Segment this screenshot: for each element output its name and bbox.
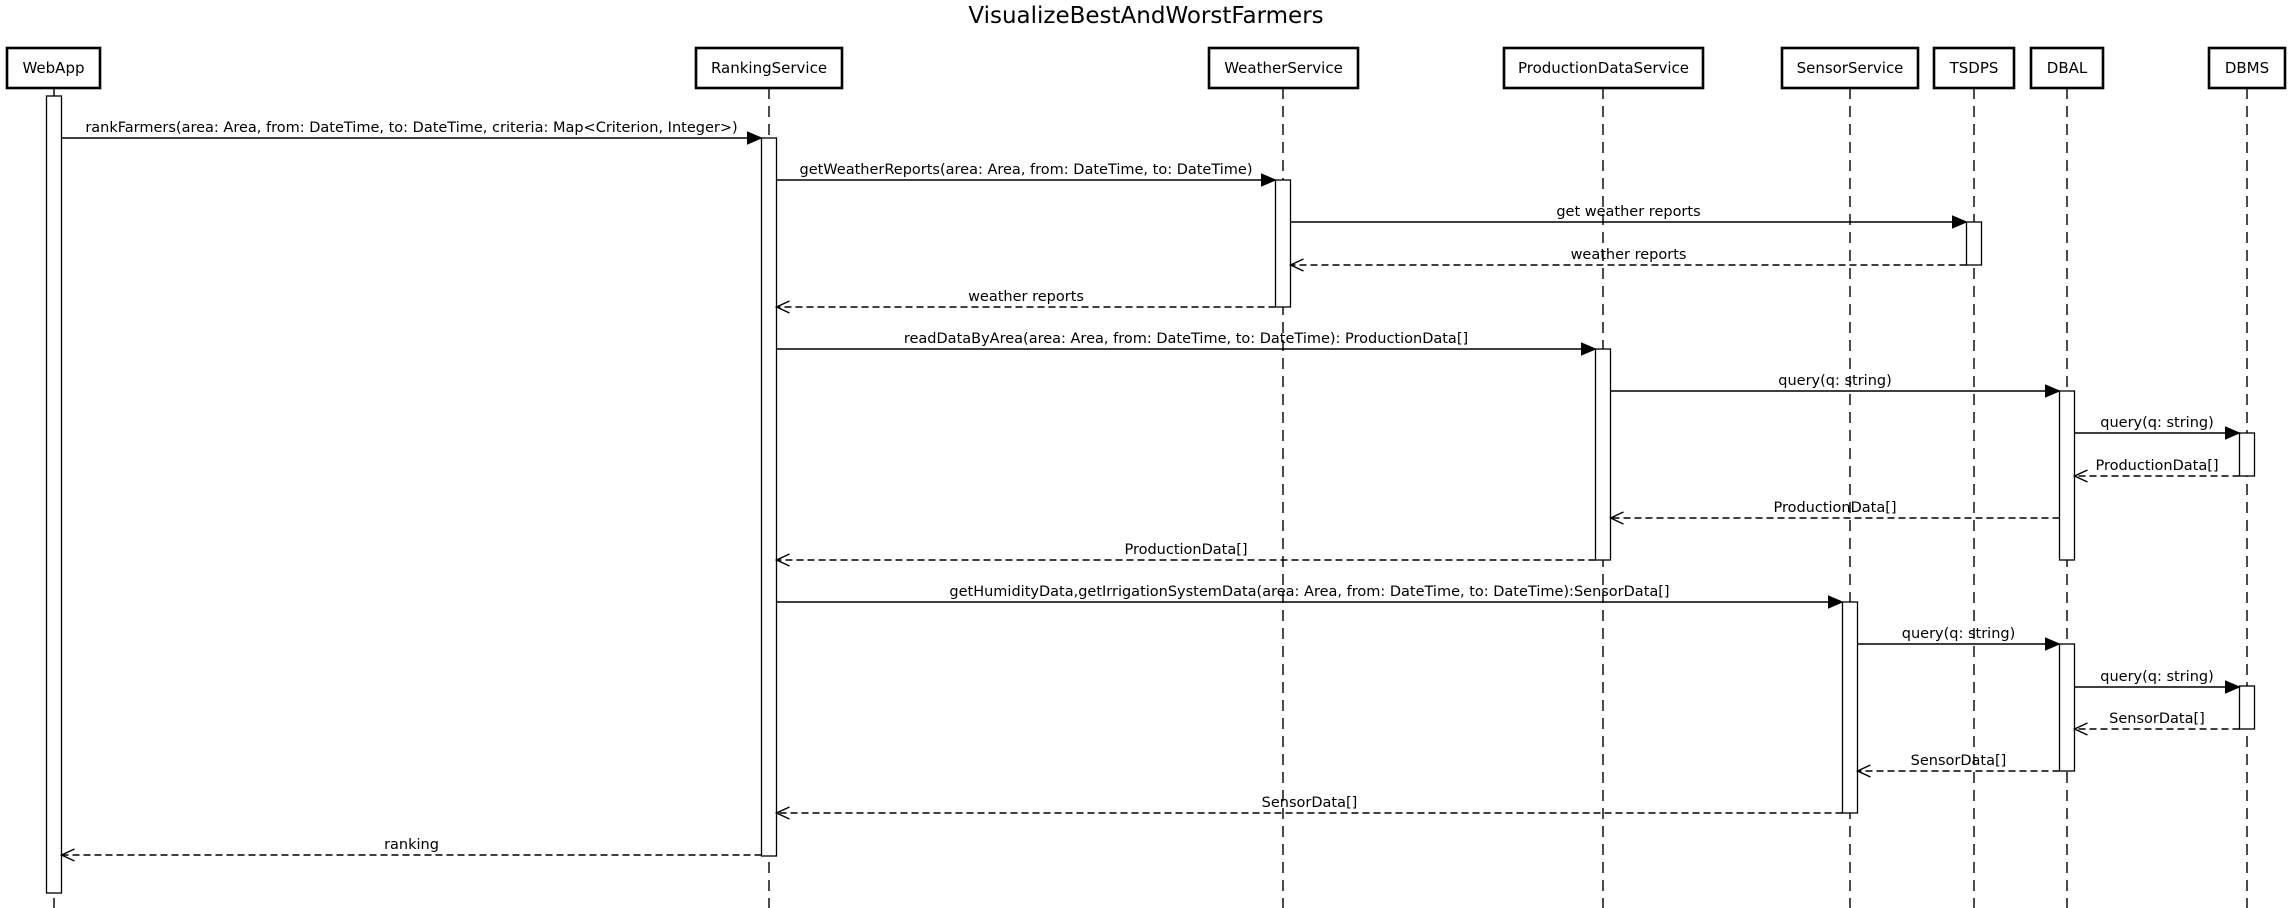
message-label: rankFarmers(area: Area, from: DateTime, … xyxy=(85,120,737,136)
arrowhead-open-icon xyxy=(2072,722,2088,736)
participant-box xyxy=(694,46,844,90)
message-call: getHumidityData,getIrrigationSystemData(… xyxy=(776,584,1844,609)
message-call: readDataByArea(area: Area, from: DateTim… xyxy=(776,331,1597,356)
arrowhead-open-icon xyxy=(774,806,790,820)
activation-bar-ranking xyxy=(760,137,778,857)
message-label: query(q: string) xyxy=(2100,669,2214,685)
message-label: ranking xyxy=(384,837,439,853)
participant-box xyxy=(1207,46,1360,90)
message-return: ranking xyxy=(59,837,762,862)
message-label: query(q: string) xyxy=(1902,626,2016,642)
message-label: getHumidityData,getIrrigationSystemData(… xyxy=(949,584,1669,600)
message-label: get weather reports xyxy=(1556,204,1700,220)
activation-bars xyxy=(45,95,2256,894)
arrowhead-open-icon xyxy=(774,300,790,314)
lifelines xyxy=(53,88,2248,908)
message-return: ProductionData[] xyxy=(2072,458,2240,483)
arrowhead-filled-icon xyxy=(1261,173,1277,187)
message-return: ProductionData[] xyxy=(1608,500,2060,525)
message-return: SensorData[] xyxy=(774,795,1843,820)
arrowhead-open-icon xyxy=(1855,764,1871,778)
participant-production: ProductionDataService xyxy=(1502,46,1705,90)
diagram-title: VisualizeBestAndWorstFarmers xyxy=(968,3,1323,29)
participant-label: DBMS xyxy=(2225,59,2269,77)
participant-label: SensorService xyxy=(1797,59,1904,77)
message-label: weather reports xyxy=(1571,247,1687,263)
message-label: weather reports xyxy=(968,289,1084,305)
participant-box xyxy=(2029,46,2105,90)
messages: rankFarmers(area: Area, from: DateTime, … xyxy=(59,120,2241,862)
participant-label: TSDPS xyxy=(1949,59,1999,77)
message-label: ProductionData[] xyxy=(1124,542,1247,558)
participant-box xyxy=(1502,46,1705,90)
message-call: query(q: string) xyxy=(2074,415,2241,440)
participant-label: WeatherService xyxy=(1224,59,1343,77)
participant-dbms: DBMS xyxy=(2207,46,2287,90)
participant-box xyxy=(1780,46,1920,90)
arrowhead-open-icon xyxy=(774,553,790,567)
arrowhead-open-icon xyxy=(2072,469,2088,483)
activation-bar-tsdps xyxy=(1965,221,1983,266)
message-label: query(q: string) xyxy=(2100,415,2214,431)
participant-label: RankingService xyxy=(711,59,827,77)
participant-label: WebApp xyxy=(22,59,84,77)
arrowhead-open-icon xyxy=(1288,258,1304,272)
participant-ranking: RankingService xyxy=(694,46,844,90)
participant-box xyxy=(5,46,102,90)
activation-bar-dbms xyxy=(2238,432,2256,477)
arrowhead-filled-icon xyxy=(1581,342,1597,356)
participant-box xyxy=(1932,46,2016,90)
activation-bar-dbal xyxy=(2058,390,2076,561)
arrowhead-filled-icon xyxy=(2225,680,2241,694)
message-label: ProductionData[] xyxy=(1773,500,1896,516)
message-label: getWeatherReports(area: Area, from: Date… xyxy=(799,162,1252,178)
activation-bar-production xyxy=(1594,348,1612,561)
arrowhead-filled-icon xyxy=(2225,426,2241,440)
participant-box xyxy=(2207,46,2287,90)
arrowhead-filled-icon xyxy=(2045,384,2061,398)
participant-webapp: WebApp xyxy=(5,46,102,90)
arrowhead-filled-icon xyxy=(747,131,763,145)
message-label: readDataByArea(area: Area, from: DateTim… xyxy=(904,331,1468,347)
participant-dbal: DBAL xyxy=(2029,46,2105,90)
participant-label: ProductionDataService xyxy=(1518,59,1689,77)
message-label: SensorData[] xyxy=(1911,753,2007,769)
participant-sensor: SensorService xyxy=(1780,46,1920,90)
message-return: weather reports xyxy=(774,289,1276,314)
message-return: ProductionData[] xyxy=(774,542,1596,567)
activation-bar-sensor xyxy=(1841,601,1859,814)
arrowhead-filled-icon xyxy=(1828,595,1844,609)
message-call: rankFarmers(area: Area, from: DateTime, … xyxy=(61,120,763,145)
message-call: getWeatherReports(area: Area, from: Date… xyxy=(776,162,1277,187)
message-return: SensorData[] xyxy=(1855,753,2060,778)
message-return: SensorData[] xyxy=(2072,711,2240,736)
activation-bar-webapp xyxy=(45,95,63,894)
message-call: get weather reports xyxy=(1290,204,1968,229)
message-label: SensorData[] xyxy=(1262,795,1358,811)
participant-weather: WeatherService xyxy=(1207,46,1360,90)
message-return: weather reports xyxy=(1288,247,1967,272)
message-label: ProductionData[] xyxy=(2095,458,2218,474)
arrowhead-open-icon xyxy=(1608,511,1624,525)
participants: WebApp RankingService WeatherService Produc… xyxy=(5,46,2287,90)
message-call: query(q: string) xyxy=(1857,626,2061,651)
message-label: query(q: string) xyxy=(1778,373,1892,389)
message-label: SensorData[] xyxy=(2109,711,2205,727)
participant-label: DBAL xyxy=(2047,59,2088,77)
activation-bar-dbms xyxy=(2238,685,2256,730)
arrowhead-open-icon xyxy=(59,848,75,862)
message-call: query(q: string) xyxy=(1610,373,2061,398)
activation-bar-dbal xyxy=(2058,643,2076,772)
arrowhead-filled-icon xyxy=(2045,637,2061,651)
activation-bar-weather xyxy=(1274,179,1292,308)
participant-tsdps: TSDPS xyxy=(1932,46,2016,90)
arrowhead-filled-icon xyxy=(1952,215,1968,229)
message-call: query(q: string) xyxy=(2074,669,2241,694)
